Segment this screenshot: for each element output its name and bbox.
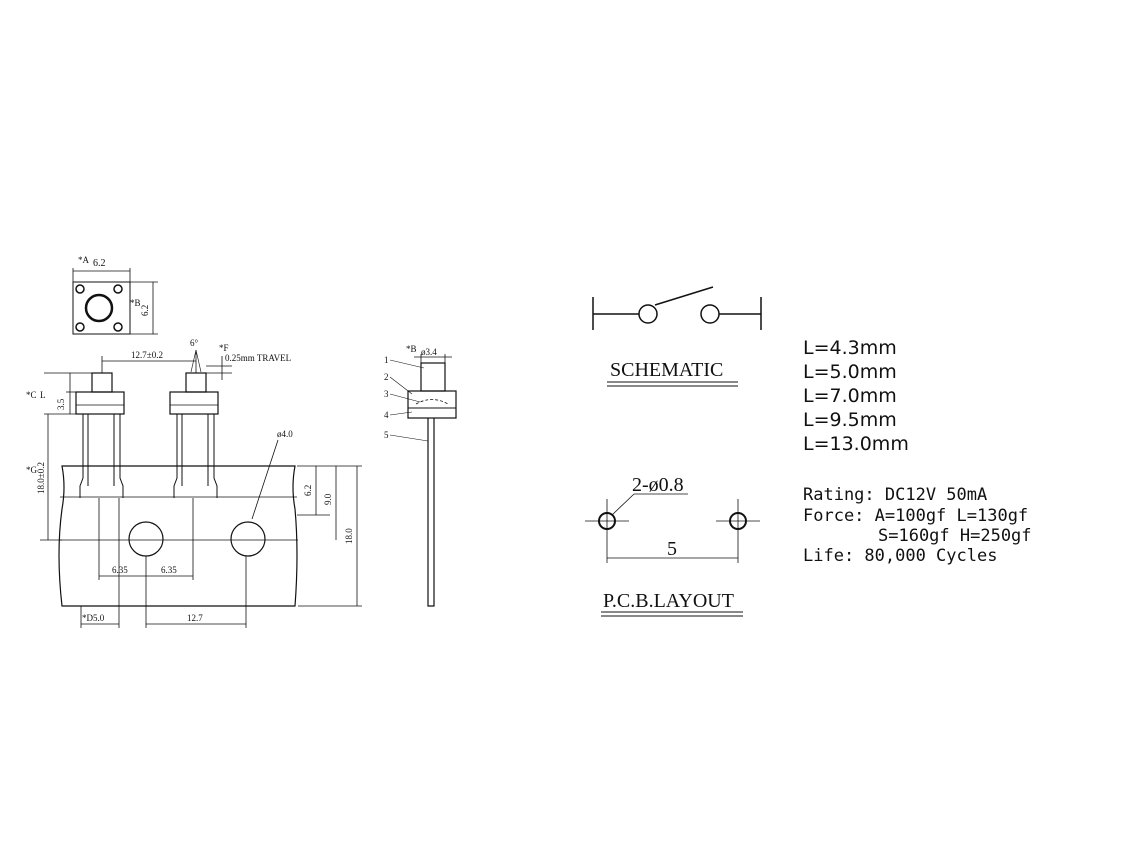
- top-view: *A 6.2 *B 6.2: [72, 255, 158, 335]
- spec-force-1: Force: A=100gf L=130gf: [803, 506, 1028, 526]
- pcb-spacing-label: 5: [667, 538, 677, 560]
- side-dim-b-value: ø3.4: [421, 347, 437, 357]
- switch-front-2: [169, 372, 219, 498]
- corner-hole: [75, 322, 85, 332]
- length-options: L=4.3mm L=5.0mm L=7.0mm L=9.5mm L=13.0mm: [803, 337, 909, 455]
- sprocket-hole: [128, 521, 164, 557]
- travel-label: 0.25mm TRAVEL: [225, 353, 291, 363]
- contact-circle: [700, 304, 720, 324]
- spec-life: Life: 80,000 Cycles: [803, 546, 997, 566]
- dim-g-tag: *G: [26, 465, 38, 475]
- dim-3-5: 3.5: [56, 398, 66, 410]
- callout-3: 3: [384, 389, 389, 399]
- pitch-label: 12.7±0.2: [131, 350, 163, 360]
- dim-b-value: 6.2: [140, 305, 150, 316]
- dim-a-value: 6.2: [93, 258, 106, 269]
- dim-6-2: 6.2: [303, 485, 313, 496]
- dim-f-tag: *F: [219, 343, 229, 353]
- switch-front-1: [75, 372, 125, 498]
- schematic: SCHEMATIC: [592, 286, 762, 387]
- dim-d-label: *D5.0: [82, 613, 105, 623]
- length-option: L=5.0mm: [803, 361, 897, 383]
- dim-9-0: 9.0: [323, 493, 333, 505]
- dim-18-0: 18.0: [344, 528, 354, 544]
- tape-view: 12.7±0.2 6° *F 0.25mm TRAVEL *C L 3.5 *G…: [26, 338, 362, 628]
- callout-2: 2: [384, 372, 389, 382]
- pcb-layout: 2-ø0.8 5 P.C.B.LAYOUT: [585, 474, 760, 617]
- specifications: Rating: DC12V 50mA Force: A=100gf L=130g…: [803, 485, 1032, 566]
- dim-6-35-a: 6.35: [112, 565, 128, 575]
- dim-6-35-b: 6.35: [161, 565, 177, 575]
- dim-12-7: 12.7: [187, 613, 203, 623]
- callout-1: 1: [384, 355, 389, 365]
- tape-outline: [58, 465, 298, 607]
- callout-5: 5: [384, 430, 389, 440]
- length-option: L=13.0mm: [803, 433, 909, 455]
- corner-hole: [113, 284, 123, 294]
- contact-circle: [638, 304, 658, 324]
- corner-hole: [113, 322, 123, 332]
- pcb-hole-label: 2-ø0.8: [632, 474, 684, 496]
- dim-l-tag: L: [40, 390, 46, 400]
- terminal-leg: [427, 418, 435, 607]
- angle-label: 6°: [190, 338, 199, 348]
- dim-c-tag: *C: [26, 390, 37, 400]
- corner-hole: [75, 284, 85, 294]
- schematic-title: SCHEMATIC: [610, 359, 723, 381]
- switch-lever: [654, 286, 714, 306]
- dim-a-tag: *A: [78, 255, 90, 265]
- length-option: L=7.0mm: [803, 385, 897, 407]
- switch-body-outline: [72, 281, 131, 335]
- dim-g-value: 18.0±0.2: [36, 462, 46, 494]
- length-option: L=4.3mm: [803, 337, 897, 359]
- side-dim-b-tag: *B: [406, 344, 417, 354]
- dim-b-tag: *B: [130, 298, 141, 308]
- pcb-title: P.C.B.LAYOUT: [603, 590, 734, 612]
- actuator-circle: [84, 293, 114, 323]
- hole-dia: ø4.0: [277, 429, 293, 439]
- sprocket-hole: [230, 521, 266, 557]
- spec-rating: Rating: DC12V 50mA: [803, 485, 987, 505]
- side-view: *B ø3.4 1 2 3 4 5: [384, 344, 457, 607]
- callout-4: 4: [384, 410, 389, 420]
- spec-force-2: S=160gf H=250gf: [878, 526, 1032, 546]
- length-option: L=9.5mm: [803, 409, 897, 431]
